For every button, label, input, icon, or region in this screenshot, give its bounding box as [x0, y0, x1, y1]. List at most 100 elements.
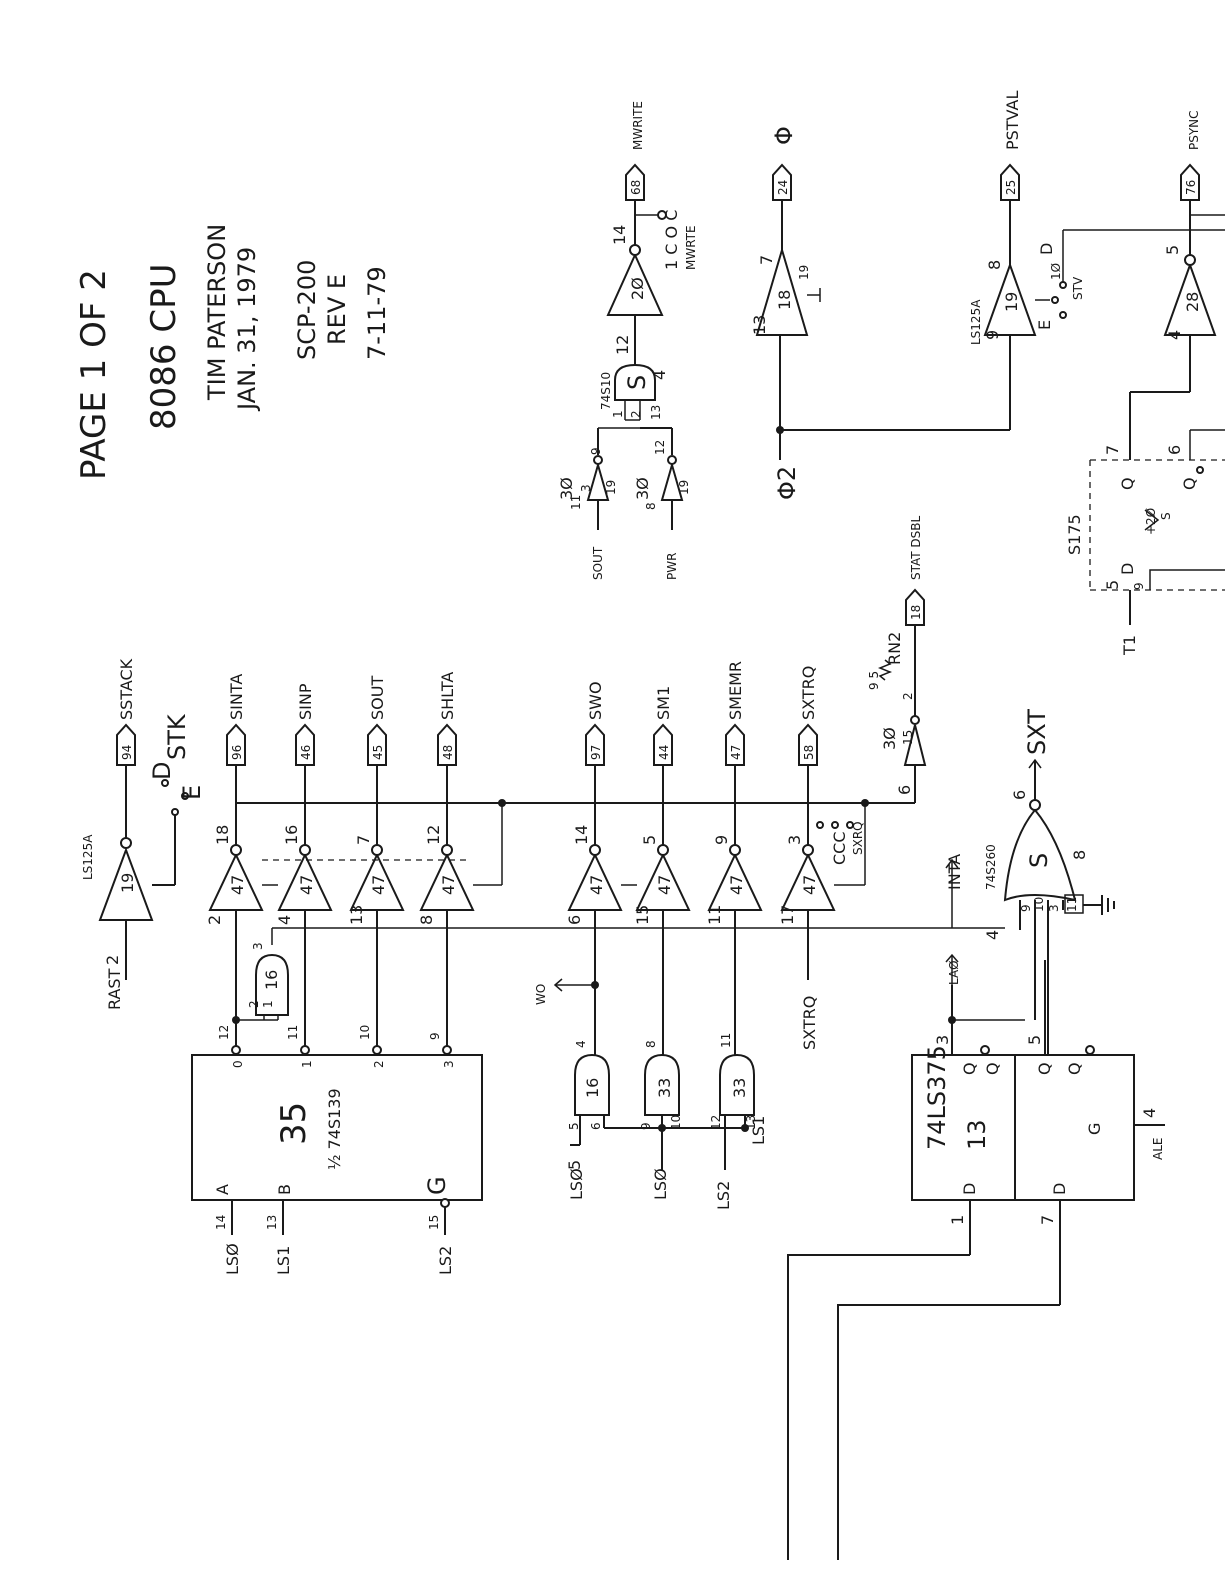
- svg-text:47: 47: [228, 875, 247, 895]
- svg-text:3Ø: 3Ø: [880, 727, 899, 750]
- svg-text:6: 6: [589, 1122, 603, 1130]
- svg-text:LS125A: LS125A: [969, 299, 983, 345]
- svg-text:19: 19: [1002, 292, 1021, 312]
- enable-bus: [235, 799, 915, 807]
- svg-text:E: E: [178, 785, 206, 800]
- svg-text:D: D: [1050, 1183, 1069, 1195]
- board-number: SCP-200: [293, 260, 321, 360]
- svg-text:4: 4: [574, 1040, 588, 1048]
- svg-text:10: 10: [669, 1115, 683, 1130]
- svg-text:LS125A: LS125A: [81, 834, 95, 880]
- svg-text:45: 45: [371, 745, 385, 760]
- svg-text:5: 5: [1103, 580, 1122, 590]
- svg-text:S: S: [1025, 853, 1053, 868]
- svg-text:1: 1: [611, 410, 625, 418]
- svg-text:48: 48: [441, 745, 455, 760]
- buffer-sm1: 47 5 15 44 SM1: [633, 686, 691, 1055]
- svg-text:PSTVAL: PSTVAL: [1003, 91, 1022, 150]
- svg-text:RAST: RAST: [105, 968, 124, 1010]
- revision-date: 7-11-79: [363, 266, 391, 360]
- svg-text:25: 25: [1004, 180, 1018, 195]
- svg-text:3: 3: [251, 942, 265, 950]
- svg-text:47: 47: [800, 875, 819, 895]
- svg-text:5: 5: [567, 1122, 581, 1130]
- decoder-74s139: 35 ½ 74S139 A B G 14 13 15 LSØ LS1 LS2 1…: [191, 1025, 483, 1275]
- svg-text:STK: STK: [163, 713, 191, 760]
- svg-text:94: 94: [120, 745, 134, 760]
- svg-text:58: 58: [802, 745, 816, 760]
- svg-text:LSØ: LSØ: [223, 1243, 242, 1275]
- svg-text:13: 13: [963, 1119, 991, 1150]
- pstval-section: 25 PSTVAL 19 LS125A 9 8 E D STV 1Ø: [969, 91, 1225, 430]
- schematic-title: 8086 CPU: [144, 264, 184, 430]
- svg-text:RN2: RN2: [885, 632, 904, 665]
- sstack-buffer: 19 LS125A 2 D E STK 94 SSTACK RAST: [81, 658, 206, 1010]
- svg-text:10: 10: [1032, 897, 1046, 912]
- svg-text:10: 10: [358, 1025, 372, 1040]
- svg-text:Q: Q: [1180, 477, 1199, 490]
- svg-text:4: 4: [650, 370, 669, 380]
- svg-text:24: 24: [776, 180, 790, 195]
- svg-text:9: 9: [1132, 582, 1146, 590]
- svg-text:G: G: [423, 1176, 451, 1195]
- svg-text:14: 14: [610, 225, 629, 245]
- svg-text:12: 12: [709, 1115, 723, 1130]
- svg-text:WO: WO: [534, 984, 548, 1005]
- svg-text:44: 44: [657, 745, 671, 760]
- svg-text:CCC: CCC: [830, 831, 849, 865]
- svg-text:8: 8: [644, 1040, 658, 1048]
- mwrite-section: 2Ø 14 68 MWRITE 1 C O C MWRTE S 74S10 12…: [557, 101, 698, 580]
- svg-text:8: 8: [417, 915, 436, 925]
- svg-text:Q: Q: [1118, 477, 1137, 490]
- nand-16: 16 4 5 6: [567, 1040, 610, 1130]
- svg-text:SINTA: SINTA: [227, 674, 246, 720]
- svg-text:½ 74S139: ½ 74S139: [325, 1088, 344, 1170]
- svg-text:S175: S175: [1065, 514, 1084, 555]
- svg-text:S: S: [1159, 512, 1173, 520]
- svg-text:4: 4: [275, 915, 294, 925]
- svg-text:18: 18: [909, 605, 923, 620]
- svg-text:3: 3: [933, 1035, 952, 1045]
- svg-text:12: 12: [653, 440, 667, 455]
- svg-text:A: A: [213, 1184, 232, 1195]
- nand-gates: 16 4 5 6 33 8 9 10 33 11 12 13 5 LSØ L: [534, 978, 768, 1210]
- svg-text:18: 18: [213, 825, 232, 845]
- svg-text:47: 47: [729, 745, 743, 760]
- buffer-sinta: 47 18 2 96 SINTA: [205, 674, 264, 1050]
- svg-text:14: 14: [572, 825, 591, 845]
- svg-text:47: 47: [587, 875, 606, 895]
- svg-text:1: 1: [261, 1000, 275, 1008]
- svg-text:16: 16: [583, 1078, 602, 1098]
- svg-text:Φ: Φ: [770, 126, 798, 145]
- svg-text:9: 9: [428, 1032, 442, 1040]
- svg-text:LSØ: LSØ: [567, 1168, 586, 1200]
- svg-text:47: 47: [369, 875, 388, 895]
- svg-text:0: 0: [231, 1060, 245, 1068]
- svg-text:Q: Q: [960, 1062, 979, 1075]
- svg-text:12: 12: [613, 335, 632, 355]
- svg-text:33: 33: [730, 1078, 749, 1098]
- svg-text:74LS375: 74LS375: [923, 1045, 951, 1150]
- svg-text:17: 17: [778, 905, 797, 925]
- svg-text:5: 5: [1025, 1035, 1044, 1045]
- svg-text:9: 9: [983, 330, 1002, 340]
- svg-text:SINP: SINP: [296, 683, 315, 720]
- revision: REV E: [323, 274, 351, 345]
- svg-text:16: 16: [282, 825, 301, 845]
- svg-text:2: 2: [629, 410, 643, 418]
- svg-text:15: 15: [427, 1215, 441, 1230]
- svg-text:STAT DSBL: STAT DSBL: [909, 515, 923, 580]
- svg-text:Φ2: Φ2: [773, 466, 801, 500]
- buffer-sout: 47 7 13 45 SOUT: [347, 676, 405, 1050]
- svg-text:96: 96: [230, 745, 244, 760]
- svg-text:19: 19: [604, 480, 618, 495]
- svg-text:11: 11: [569, 495, 583, 510]
- svg-text:19: 19: [118, 873, 137, 893]
- svg-text:3Ø: 3Ø: [557, 477, 576, 500]
- buffer-swo: 47 14 6 97 SWO: [565, 681, 623, 1055]
- svg-text:12: 12: [424, 825, 443, 845]
- svg-text:D: D: [960, 1183, 979, 1195]
- svg-text:SOUT: SOUT: [368, 676, 387, 720]
- svg-text:MWRITE: MWRITE: [631, 101, 645, 150]
